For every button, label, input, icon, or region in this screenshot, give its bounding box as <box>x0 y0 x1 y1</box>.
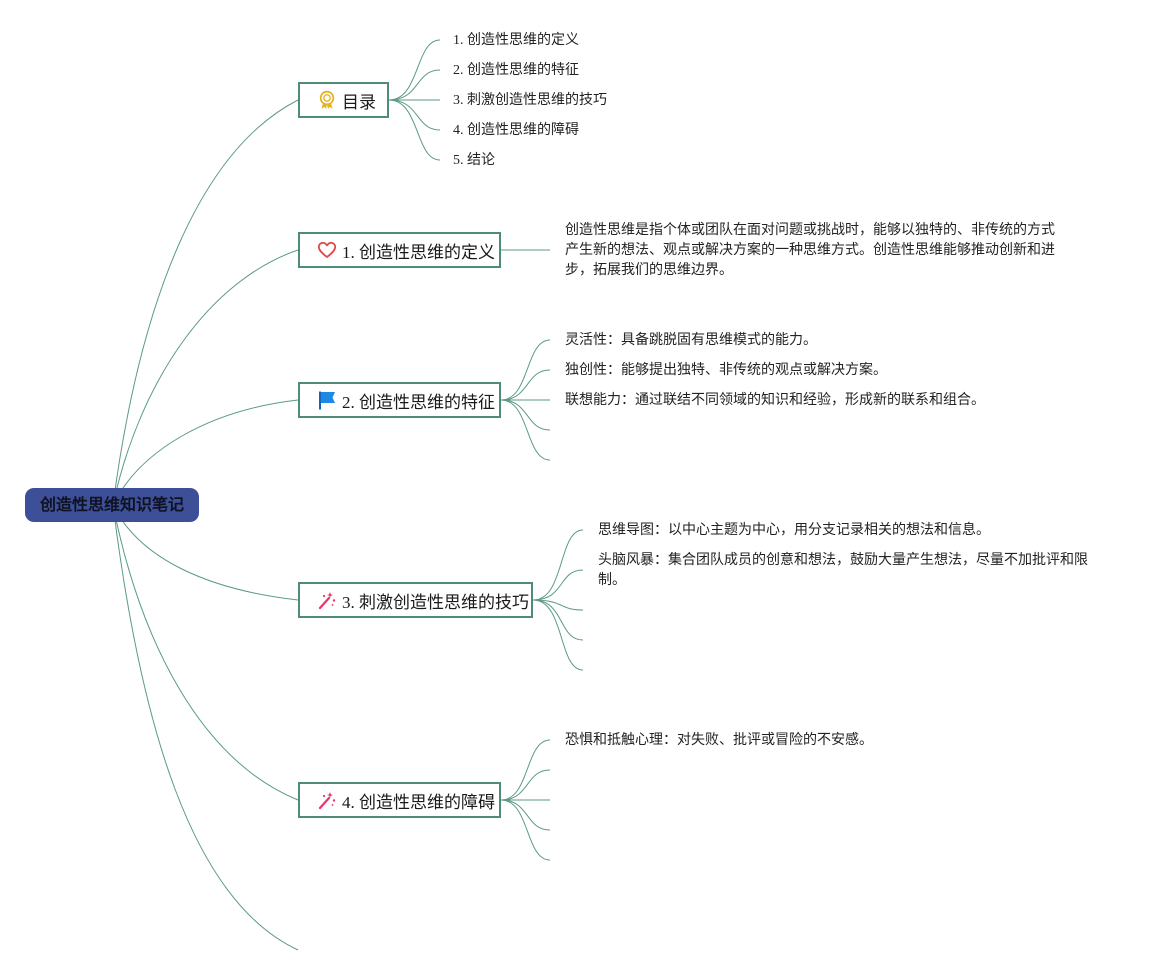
connector-root-conclusion <box>112 504 299 951</box>
definition-text[interactable]: 创造性思维是指个体或团队在面对问题或挑战时，能够以独特的、非传统的方式产生新的想… <box>565 223 1055 278</box>
connector-toc-4 <box>388 99 441 131</box>
connector-technique-4 <box>532 599 584 641</box>
branch-label: 1. 创造性思维的定义 <box>342 242 495 262</box>
connector-technique-1 <box>532 529 584 601</box>
branch-features[interactable]: 2. 创造性思维的特征 <box>298 382 501 418</box>
branch-label: 3. 刺激创造性思维的技巧 <box>342 592 529 612</box>
connector-obstacle-2 <box>500 769 551 801</box>
connector-feature-1 <box>500 339 551 401</box>
connector-technique-2 <box>532 569 584 601</box>
toc-item-5[interactable]: 5. 结论 <box>453 153 495 168</box>
connector-feature-5 <box>500 399 551 461</box>
obstacle-item-1[interactable]: 恐惧和抵触心理：对失败、批评或冒险的不安感。 <box>565 733 873 748</box>
connector-toc-5 <box>388 99 441 161</box>
feature-item-3[interactable]: 联想能力：通过联结不同领域的知识和经验，形成新的联系和组合。 <box>565 393 985 408</box>
root-topic[interactable]: 创造性思维知识笔记 <box>25 488 199 522</box>
feature-item-1[interactable]: 灵活性：具备跳脱固有思维模式的能力。 <box>565 333 817 348</box>
toc-item-3[interactable]: 3. 刺激创造性思维的技巧 <box>453 93 607 108</box>
blue-flag-icon <box>317 390 337 410</box>
toc-item-1[interactable]: 1. 创造性思维的定义 <box>453 33 579 48</box>
connector-technique-3 <box>532 599 584 611</box>
connector-root-techniques <box>112 504 299 601</box>
branch-label: 目录 <box>342 92 376 112</box>
connector-obstacle-4 <box>500 799 551 831</box>
feature-item-2[interactable]: 独创性：能够提出独特、非传统的观点或解决方案。 <box>565 363 887 378</box>
connector-technique-5 <box>532 599 584 671</box>
connector-feature-4 <box>500 399 551 431</box>
toc-item-4[interactable]: 4. 创造性思维的障碍 <box>453 123 579 138</box>
connector-toc-2 <box>388 69 441 101</box>
connector-root-definition <box>112 249 299 506</box>
branch-label: 2. 创造性思维的特征 <box>342 392 495 412</box>
connector-root-obstacles <box>112 504 299 801</box>
heart-icon <box>317 240 337 260</box>
branch-toc[interactable]: 目录 <box>298 82 389 118</box>
connector-toc-1 <box>388 39 441 101</box>
technique-item-2[interactable]: 头脑风暴：集合团队成员的创意和想法，鼓励大量产生想法，尽量不加批评和限制。 <box>598 553 1088 588</box>
magic-wand-icon <box>317 790 337 810</box>
award-ribbon-icon <box>317 90 337 110</box>
connector-obstacle-1 <box>500 739 551 801</box>
connector-obstacle-5 <box>500 799 551 861</box>
connector-root-toc <box>112 99 299 506</box>
branch-obstacles[interactable]: 4. 创造性思维的障碍 <box>298 782 501 818</box>
connector-feature-2 <box>500 369 551 401</box>
magic-wand-icon <box>317 590 337 610</box>
toc-item-2[interactable]: 2. 创造性思维的特征 <box>453 63 579 78</box>
connector-root-features <box>112 399 299 506</box>
technique-item-1[interactable]: 思维导图：以中心主题为中心，用分支记录相关的想法和信息。 <box>598 523 990 538</box>
branch-definition[interactable]: 1. 创造性思维的定义 <box>298 232 501 268</box>
branch-label: 4. 创造性思维的障碍 <box>342 792 495 812</box>
branch-techniques[interactable]: 3. 刺激创造性思维的技巧 <box>298 582 533 618</box>
